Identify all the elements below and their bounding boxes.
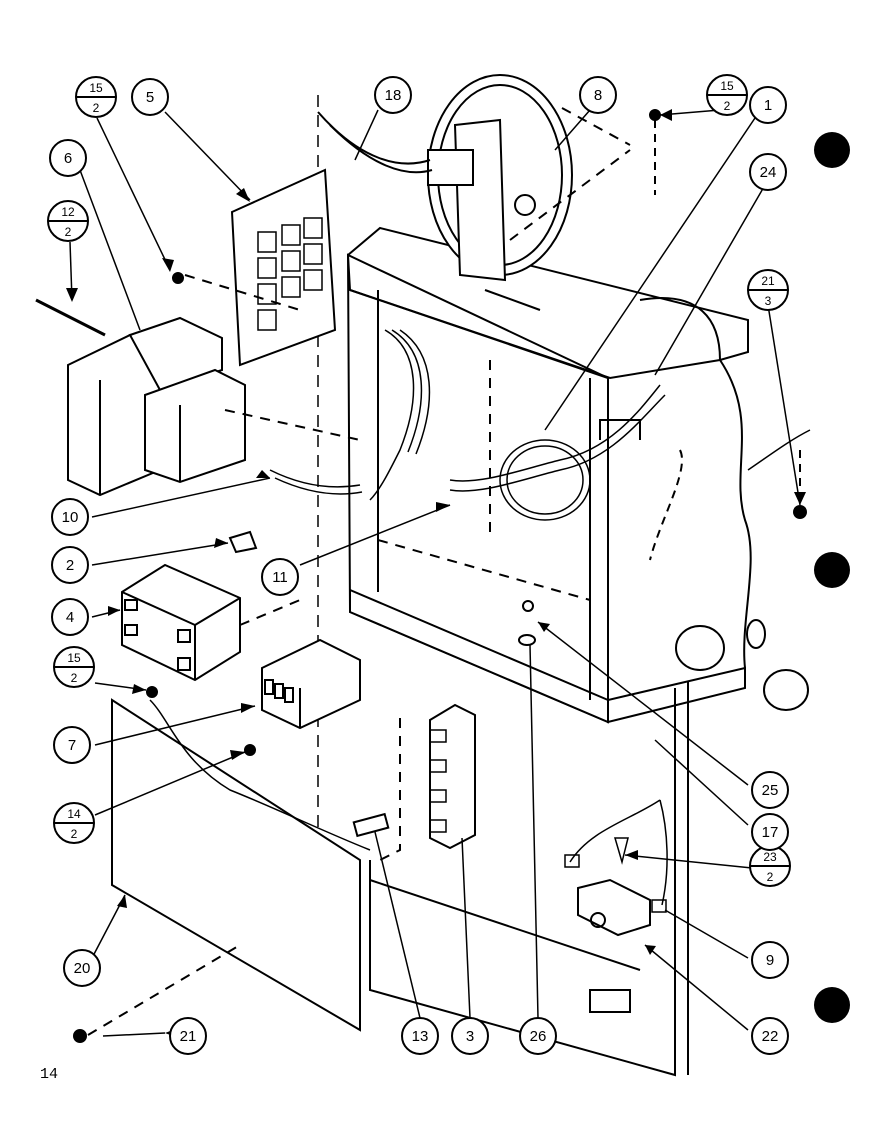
fraction-numerator: 21 xyxy=(761,274,775,288)
callout-17: 17 xyxy=(751,813,789,851)
access-panel xyxy=(111,698,371,1032)
callout-8: 8 xyxy=(579,76,617,114)
callout-1: 1 xyxy=(749,86,787,124)
callout-10: 10 xyxy=(51,498,89,536)
back-plate xyxy=(369,682,689,1077)
transformer xyxy=(67,316,246,497)
rollout-switch xyxy=(577,878,651,937)
callout-label: 17 xyxy=(762,824,779,841)
callout-label: 10 xyxy=(62,509,79,526)
callout-label: 13 xyxy=(412,1028,429,1045)
fraction-callout-23-2: 232 xyxy=(749,845,791,887)
callout-circle xyxy=(374,76,412,114)
wire-harness xyxy=(369,329,666,521)
callout-circle xyxy=(401,1017,439,1055)
terminal-block xyxy=(261,638,361,730)
fraction-callout-15-2: 152 xyxy=(53,646,95,688)
fraction-denominator: 2 xyxy=(71,827,78,841)
fraction-callout-14-2: 142 xyxy=(53,802,95,844)
fraction-callout-15-2: 152 xyxy=(706,74,748,116)
callout-circle xyxy=(51,546,89,584)
callout-2: 2 xyxy=(51,546,89,584)
fraction-denominator: 2 xyxy=(65,225,72,239)
fraction-numerator: 15 xyxy=(89,81,103,95)
callout-11: 11 xyxy=(261,558,299,596)
fraction-numerator: 15 xyxy=(67,651,81,665)
callout-label: 5 xyxy=(146,89,154,106)
callout-label: 18 xyxy=(385,87,402,104)
callout-circle xyxy=(579,76,617,114)
callout-circle xyxy=(451,1017,489,1055)
fraction-callout-12-2: 122 xyxy=(47,200,89,242)
callout-circle xyxy=(53,726,91,764)
fraction-callout-15-2: 152 xyxy=(75,76,117,118)
control-box-housing xyxy=(346,226,809,724)
fraction-denominator: 2 xyxy=(93,101,100,115)
fraction-denominator: 2 xyxy=(767,870,774,884)
callout-label: 2 xyxy=(66,557,74,574)
callout-26: 26 xyxy=(519,1017,557,1055)
fraction-numerator: 12 xyxy=(61,205,75,219)
callout-label: 6 xyxy=(64,150,72,167)
callout-label: 21 xyxy=(180,1028,197,1045)
callout-circle xyxy=(751,941,789,979)
callout-6: 6 xyxy=(49,139,87,177)
callout-circle xyxy=(63,949,101,987)
callout-label: 3 xyxy=(466,1028,474,1045)
circuit-board xyxy=(230,168,337,367)
pressure-switch xyxy=(427,74,573,311)
callout-circle xyxy=(751,1017,789,1055)
callout-label: 1 xyxy=(764,97,772,114)
callout-24: 24 xyxy=(749,153,787,191)
callout-label: 22 xyxy=(762,1028,779,1045)
callout-circle xyxy=(749,153,787,191)
fraction-callout-21-3: 213 xyxy=(747,269,789,311)
callout-label: 9 xyxy=(766,952,774,969)
fraction-numerator: 14 xyxy=(67,807,81,821)
callout-label: 24 xyxy=(760,164,777,181)
fraction-numerator: 23 xyxy=(763,850,777,864)
callout-label: 20 xyxy=(74,960,91,977)
callout-25: 25 xyxy=(751,771,789,809)
fraction-denominator: 2 xyxy=(71,671,78,685)
screw-13 xyxy=(352,812,390,838)
callout-label: 4 xyxy=(66,609,74,626)
callout-label: 7 xyxy=(68,737,76,754)
callout-4: 4 xyxy=(51,598,89,636)
callout-circle xyxy=(751,813,789,851)
limit-switch-strip xyxy=(429,703,476,850)
callout-13: 13 xyxy=(401,1017,439,1055)
fraction-denominator: 3 xyxy=(765,294,772,308)
callout-7: 7 xyxy=(53,726,91,764)
callout-22: 22 xyxy=(751,1017,789,1055)
callout-5: 5 xyxy=(131,78,169,116)
callout-label: 25 xyxy=(762,782,779,799)
callout-circle xyxy=(131,78,169,116)
callout-circle xyxy=(169,1017,207,1055)
relay xyxy=(121,563,241,682)
callout-circle xyxy=(51,598,89,636)
page-number: 14 xyxy=(40,1066,59,1083)
callout-21: 21 xyxy=(169,1017,207,1055)
wire-nut xyxy=(228,530,258,554)
fraction-denominator: 2 xyxy=(724,99,731,113)
callout-circle xyxy=(749,86,787,124)
callout-circle xyxy=(751,771,789,809)
callout-label: 8 xyxy=(594,87,602,104)
callout-3: 3 xyxy=(451,1017,489,1055)
callout-circle xyxy=(519,1017,557,1055)
callout-circle xyxy=(49,139,87,177)
callout-20: 20 xyxy=(63,949,101,987)
fraction-numerator: 15 xyxy=(720,79,734,93)
callout-circle xyxy=(261,558,299,596)
callout-9: 9 xyxy=(751,941,789,979)
callout-18: 18 xyxy=(374,76,412,114)
callout-circle xyxy=(51,498,89,536)
callout-label: 26 xyxy=(530,1028,547,1045)
callout-label: 11 xyxy=(272,569,288,586)
